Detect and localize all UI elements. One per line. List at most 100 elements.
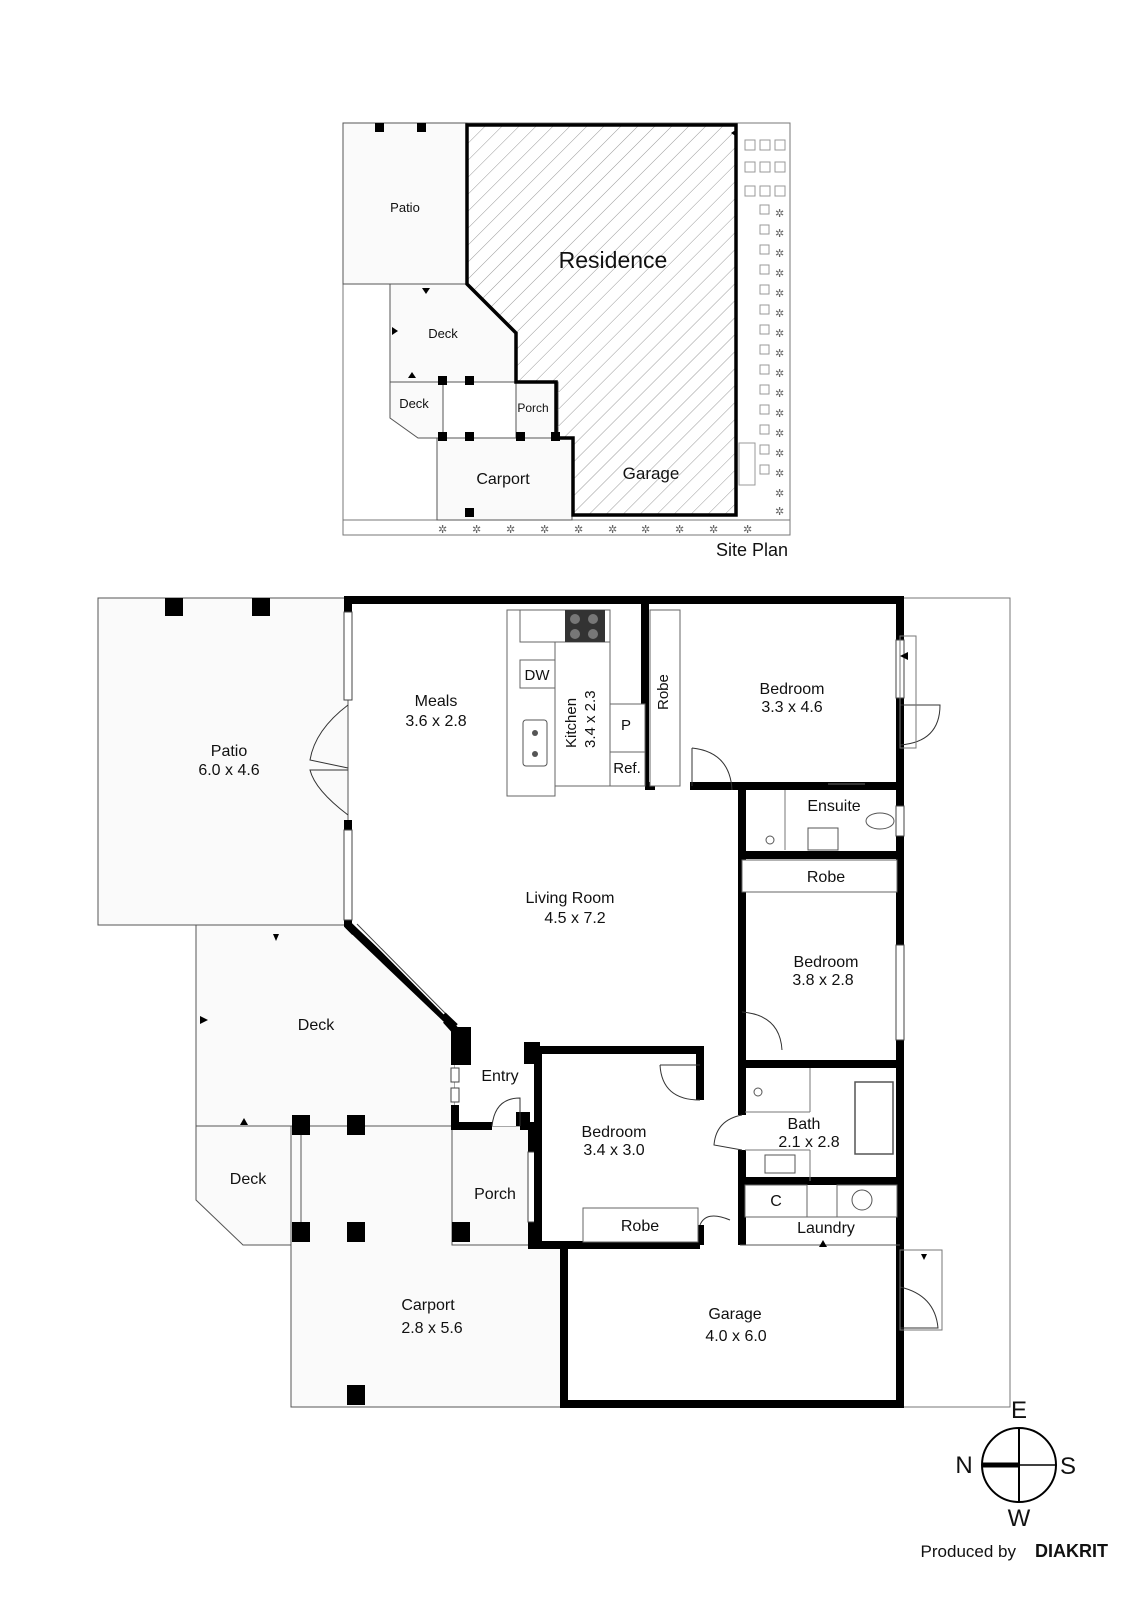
garage-side-door[interactable] <box>899 1286 939 1329</box>
compass: N S E W <box>955 1397 1076 1532</box>
bedroom3-label: Bedroom <box>582 1124 647 1141</box>
site-patio <box>342 122 468 285</box>
bedroom3-door[interactable] <box>659 1064 701 1101</box>
svg-text:✲: ✲ <box>775 407 784 420</box>
svg-text:✲: ✲ <box>775 307 784 320</box>
svg-text:✲: ✲ <box>540 523 549 536</box>
svg-text:✲: ✲ <box>574 523 583 536</box>
compass-south: S <box>1060 1453 1076 1480</box>
dishwasher-label: DW <box>525 667 551 684</box>
svg-text:✲: ✲ <box>675 523 684 536</box>
cupboard-label: C <box>770 1193 782 1210</box>
entry-label: Entry <box>481 1068 518 1085</box>
ensuite-vanity-icon <box>807 827 839 851</box>
svg-text:✲: ✲ <box>775 287 784 300</box>
svg-text:✲: ✲ <box>775 247 784 260</box>
bedroom2-door[interactable] <box>741 1011 783 1051</box>
porch-label: Porch <box>474 1186 516 1203</box>
bath-door[interactable] <box>713 1114 743 1151</box>
site-plan-title: Site Plan <box>716 540 788 560</box>
patio-door-lower <box>309 769 349 816</box>
svg-text:✲: ✲ <box>775 327 784 340</box>
bedroom1-door[interactable] <box>691 747 733 791</box>
compass-west: W <box>1008 1505 1031 1532</box>
bedroom2-size: 3.8 x 2.8 <box>792 972 853 989</box>
ensuite-shower-icon <box>765 835 775 845</box>
svg-text:✲: ✲ <box>472 523 481 536</box>
meals-label: Meals <box>415 693 458 710</box>
svg-text:✲: ✲ <box>775 505 784 518</box>
site-label-patio: Patio <box>390 200 420 215</box>
site-label-deck-lower: Deck <box>399 396 429 411</box>
svg-text:✲: ✲ <box>775 227 784 240</box>
kitchen-size: 3.4 x 2.3 <box>582 690 599 748</box>
laundry-tub-icon <box>851 1189 873 1211</box>
ensuite-label: Ensuite <box>807 798 860 815</box>
robe-bedroom2-label: Robe <box>807 869 845 886</box>
robe-vertical-box <box>649 609 681 787</box>
living-room-label: Living Room <box>526 890 615 907</box>
svg-text:✲: ✲ <box>608 523 617 536</box>
pantry-label: P <box>621 717 631 734</box>
window-ensuite <box>895 805 905 837</box>
window-meals <box>343 611 353 701</box>
patio-size: 6.0 x 4.6 <box>198 762 259 779</box>
credit: Produced by DIAKRIT <box>921 1541 1108 1561</box>
compass-north: N <box>955 1452 972 1479</box>
site-plan: ✲✲✲✲ ✲✲✲✲ ✲✲✲✲ ✲✲✲✲ ✲✲✲✲ ✲✲✲✲ ✲✲ Patio R… <box>342 122 791 560</box>
site-paving <box>744 139 786 475</box>
svg-text:✲: ✲ <box>775 427 784 440</box>
sink-icon <box>522 719 548 767</box>
side-yard <box>900 597 1011 1408</box>
deck-lower-label: Deck <box>230 1171 267 1188</box>
bedroom1-size: 3.3 x 4.6 <box>761 699 822 716</box>
entry-door[interactable] <box>491 1097 521 1127</box>
cooktop-icon <box>565 610 605 642</box>
carport-size: 2.8 x 5.6 <box>401 1320 462 1337</box>
ensuite-toilet-icon <box>865 812 895 830</box>
site-carport <box>436 437 573 521</box>
fridge-label: Ref. <box>613 760 641 777</box>
bedroom2-label: Bedroom <box>794 954 859 971</box>
svg-text:✲: ✲ <box>775 447 784 460</box>
bath-vanity-icon <box>764 1154 796 1174</box>
site-label-carport: Carport <box>476 471 530 488</box>
garage-label: Garage <box>708 1306 761 1323</box>
patio-door-upper <box>309 704 349 769</box>
site-plants: ✲✲✲✲ ✲✲✲✲ ✲✲✲✲ ✲✲✲✲ ✲✲✲✲ ✲✲✲✲ ✲✲ <box>438 207 784 536</box>
compass-east: E <box>1011 1397 1027 1424</box>
bedroom3-size: 3.4 x 3.0 <box>583 1142 644 1159</box>
svg-text:✲: ✲ <box>775 267 784 280</box>
laundry-label: Laundry <box>797 1220 855 1237</box>
robe-bedroom3-box <box>582 1207 699 1243</box>
bathtub-icon <box>854 1081 894 1155</box>
svg-text:✲: ✲ <box>775 367 784 380</box>
window-bedroom2 <box>895 944 905 1041</box>
credit-brand: DIAKRIT <box>1035 1541 1108 1561</box>
window-living-west <box>343 829 353 921</box>
laundry-door[interactable] <box>699 1215 731 1226</box>
svg-text:✲: ✲ <box>775 487 784 500</box>
credit-prefix: Produced by <box>921 1542 1017 1561</box>
site-label-residence: Residence <box>559 247 668 273</box>
bath-size: 2.1 x 2.8 <box>778 1134 839 1151</box>
svg-text:✲: ✲ <box>709 523 718 536</box>
meals-size: 3.6 x 2.8 <box>405 713 466 730</box>
patio-area <box>97 597 349 926</box>
bedroom1-side-door[interactable] <box>899 704 941 746</box>
site-label-porch: Porch <box>517 401 548 415</box>
svg-text:✲: ✲ <box>775 387 784 400</box>
svg-text:✲: ✲ <box>775 467 784 480</box>
robe-bedroom3-label: Robe <box>621 1218 659 1235</box>
bath-label: Bath <box>788 1116 821 1133</box>
svg-text:✲: ✲ <box>641 523 650 536</box>
floor-plan: Patio 6.0 x 4.6 Meals 3.6 x 2.8 DW Kitch… <box>97 596 1011 1408</box>
robe-vertical-label: Robe <box>655 674 672 710</box>
deck-lower-area <box>195 1125 302 1246</box>
patio-label: Patio <box>211 743 248 760</box>
site-label-deck-upper: Deck <box>428 326 458 341</box>
garage-size: 4.0 x 6.0 <box>705 1328 766 1345</box>
svg-text:✲: ✲ <box>506 523 515 536</box>
robe-bedroom2-box <box>741 859 898 893</box>
